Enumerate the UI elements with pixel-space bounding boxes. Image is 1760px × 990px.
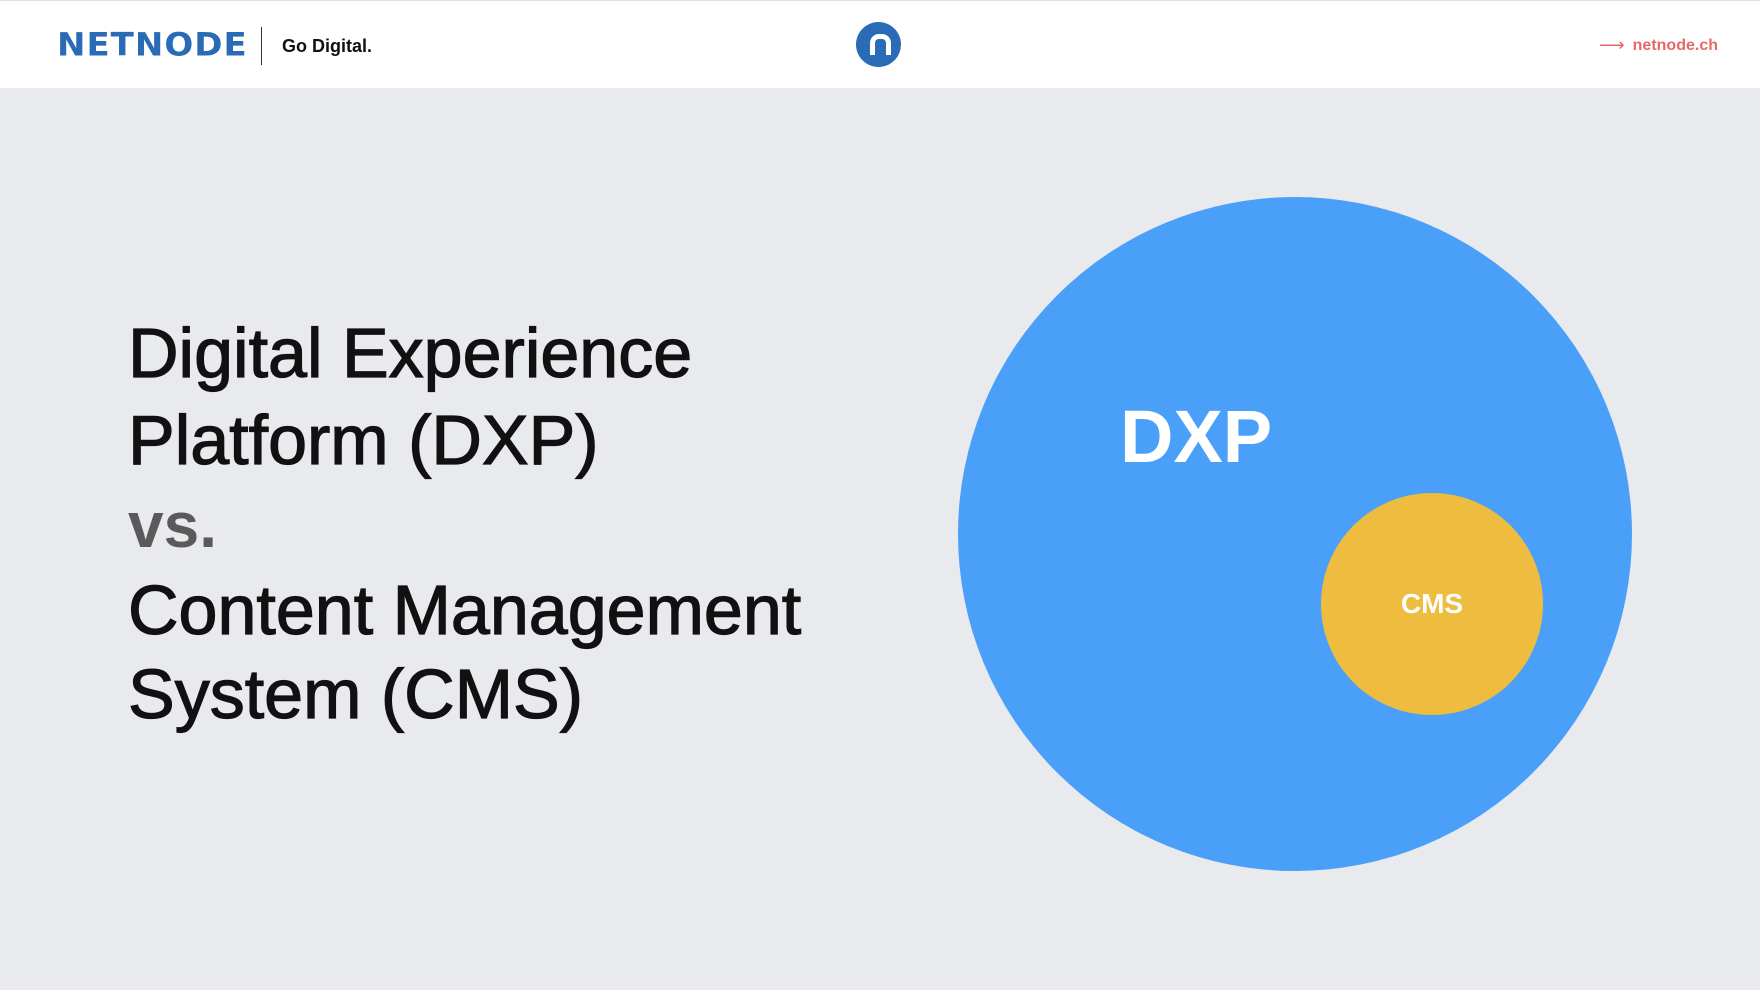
website-link-label: netnode.ch [1632,36,1718,54]
headline-line-1: Digital Experience [127,314,693,392]
headline-vs: vs. [128,489,217,561]
website-link[interactable]: ⟶ netnode.ch [1599,35,1718,56]
divider [261,27,262,65]
cms-circle: CMS [1321,493,1543,715]
dxp-label: DXP [1120,395,1273,478]
brand-logo[interactable]: NETNODE [57,26,248,64]
tagline: Go Digital. [282,36,372,56]
netnode-logo-icon[interactable] [856,22,901,67]
arrow-right-icon: ⟶ [1598,35,1625,55]
dxp-circle [958,197,1632,871]
headline-line-3: Content Management [127,571,802,649]
headline-line-2: Platform (DXP) [127,401,599,479]
headline-line-4: System (CMS) [127,655,583,733]
header: NETNODE Go Digital. ⟶ netnode.ch [0,0,1760,88]
cms-label: CMS [1400,588,1464,619]
